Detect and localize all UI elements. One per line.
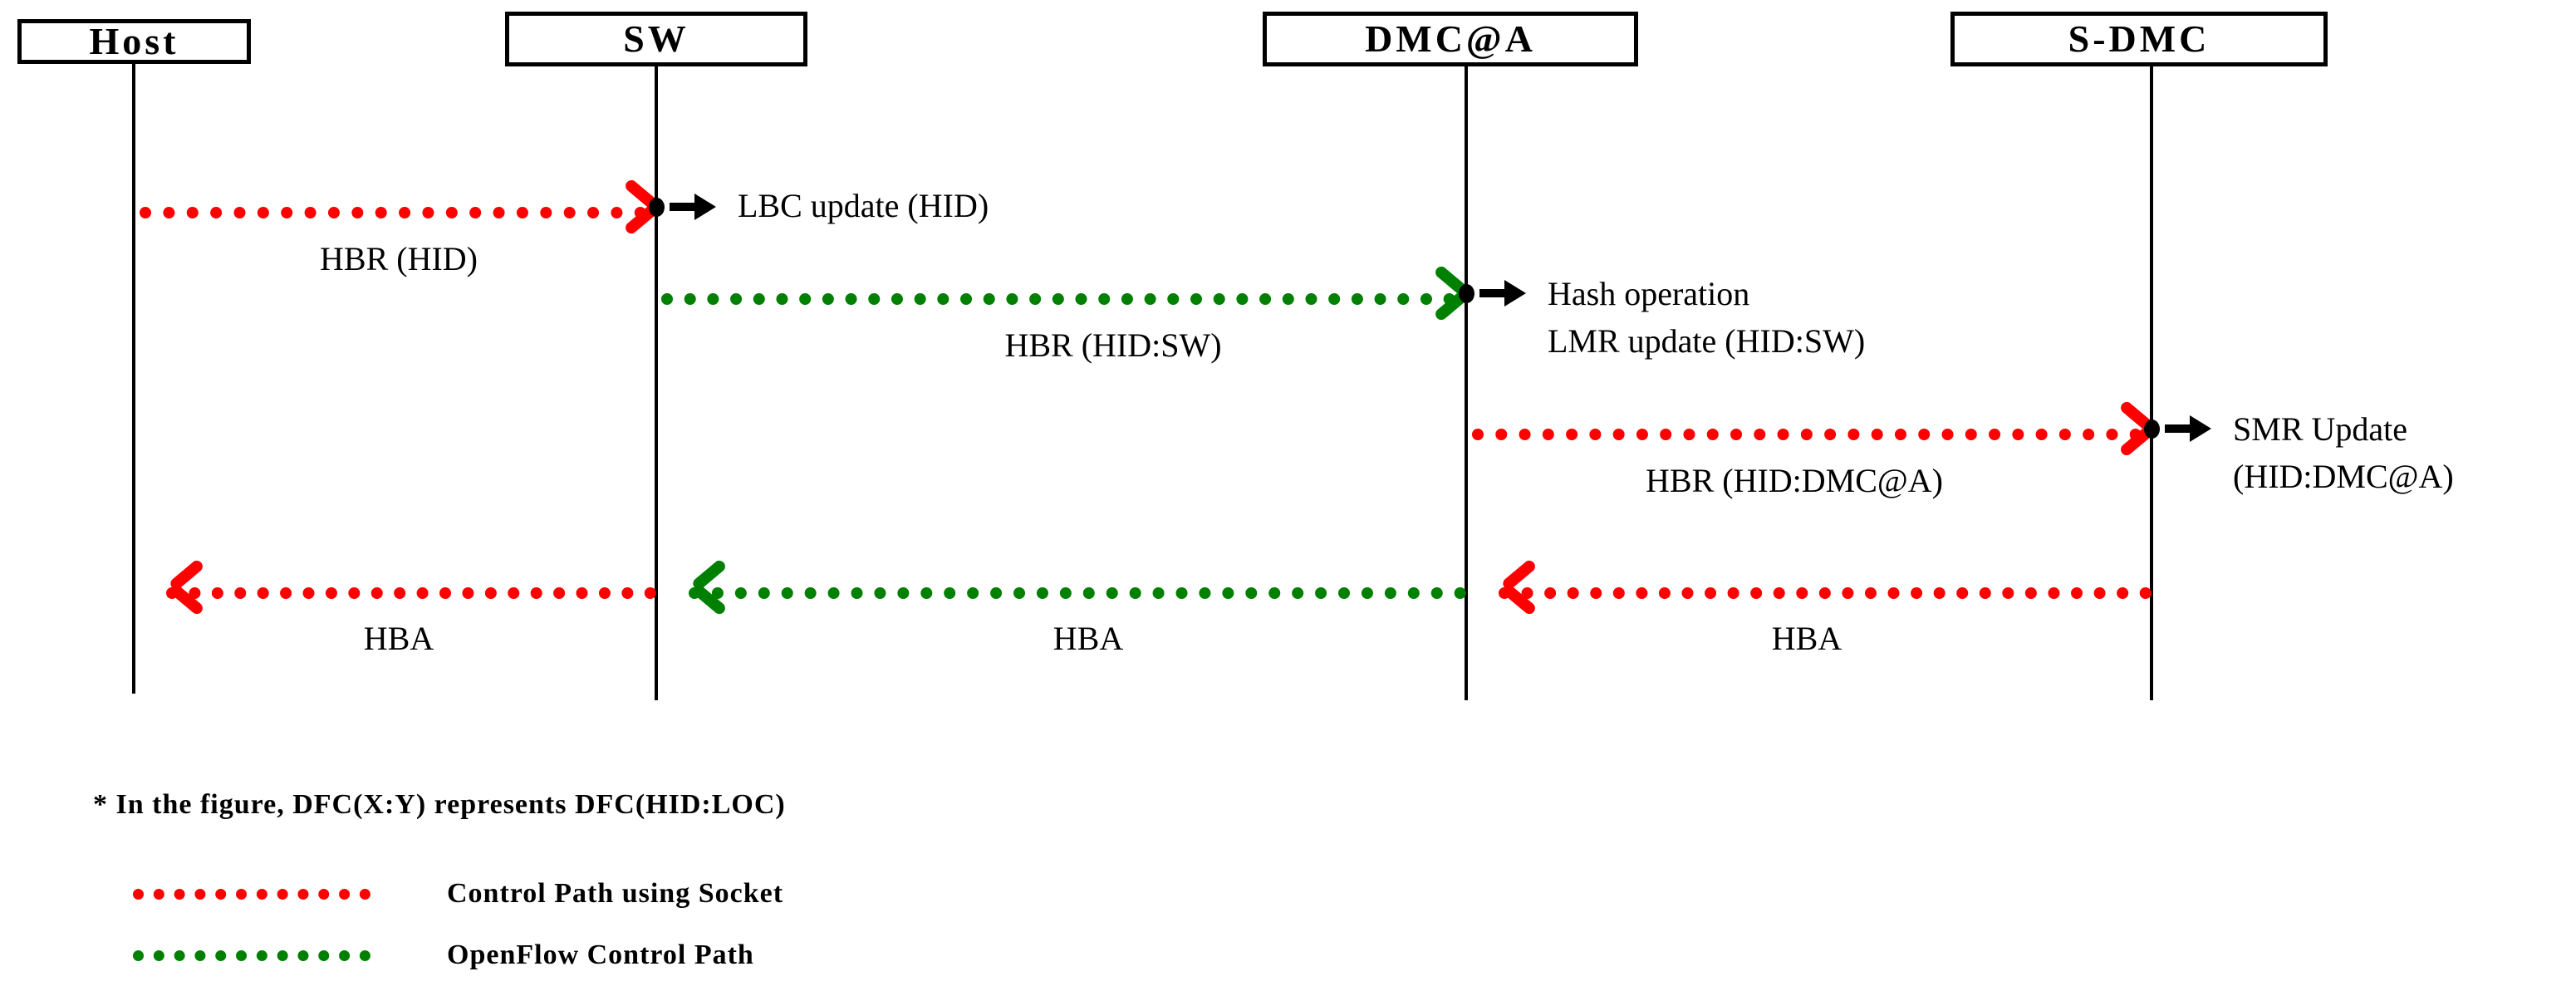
message-hit-dot-dmca [1459,284,1474,303]
lane-box-host: Host [17,19,251,64]
lane-box-sw: SW [505,12,807,66]
annotation-lmr-update: LMR update (HID:SW) [1548,322,1866,360]
message-hit-dot-sw [649,198,665,217]
message-label-hba-sdmc-dmca: HBA [1771,620,1842,657]
annotation-hash-operation: Hash operation [1548,275,1750,312]
legend-swatch-openflow-icon [133,949,370,961]
message-line-hba-sdmc-dmca [1499,587,2152,599]
lifeline-dmca [1465,66,1468,700]
message-label-hba-sw-host: HBA [363,620,434,657]
message-hit-dot-sdmc [2144,419,2160,439]
legend-footnote: * In the figure, DFC(X:Y) represents DFC… [93,789,786,820]
message-label-hbr-hid-dmca: HBR (HID:DMC@A) [1646,462,1943,499]
lane-box-sdmc: S-DMC [1950,12,2328,66]
lifeline-sw [655,66,658,700]
message-line-hbr-hid-dmca [1472,429,2142,440]
message-line-hba-dmca-sw [689,587,1466,599]
legend-swatch-socket-icon [133,888,370,900]
lifeline-host [132,64,135,694]
legend-label-socket: Control Path using Socket [447,878,784,909]
annotation-smr-update-line1: SMR Update [2233,410,2407,448]
message-label-hba-dmca-sw: HBA [1052,620,1124,657]
legend-label-openflow: OpenFlow Control Path [447,939,754,970]
lane-box-dmca: DMC@A [1263,12,1638,66]
lane-label-sw: SW [623,17,689,60]
lifeline-sdmc [2150,66,2153,700]
annotation-lbc-update: LBC update (HID) [738,187,989,224]
legend-row-openflow: OpenFlow Control Path [133,939,754,971]
lane-label-sdmc: S-DMC [2068,17,2210,60]
lane-label-host: Host [89,20,179,62]
legend-row-socket: Control Path using Socket [133,878,783,910]
message-label-hbr-hid-sw: HBR (HID:SW) [1004,326,1222,364]
annotation-smr-update-line2: (HID:DMC@A) [2233,458,2454,495]
message-label-hbr-hid: HBR (HID) [320,240,478,277]
lane-label-dmca: DMC@A [1365,17,1536,60]
message-line-hbr-hid-sw [661,293,1455,305]
message-line-hba-sw-host [166,587,656,599]
message-line-hbr-hid [140,207,646,218]
